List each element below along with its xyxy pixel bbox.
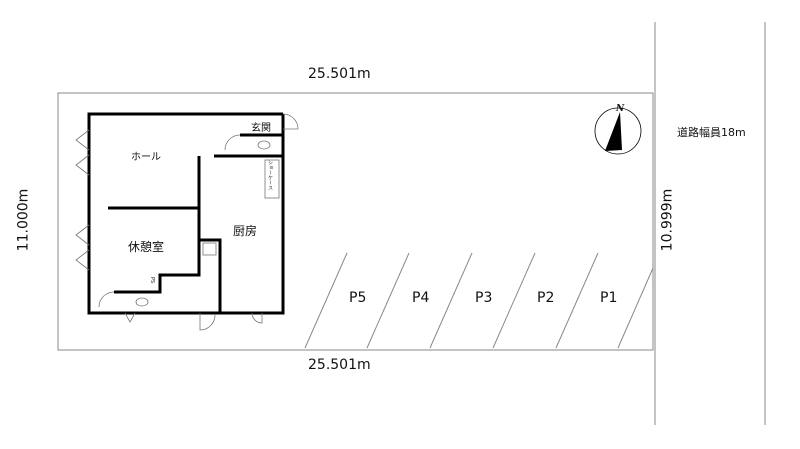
compass-north-label: N (616, 104, 625, 114)
compass-icon (594, 107, 642, 155)
doors (75, 113, 299, 331)
room-hall: ホール (131, 152, 161, 163)
room-entrance: 玄関 (251, 123, 271, 134)
showcase-label: ショーケース (267, 160, 273, 190)
parking-space-p2: P2 (537, 290, 555, 306)
room-kitchen: 厨房 (233, 224, 258, 238)
ps-label: PS (149, 277, 155, 284)
parking-space-p4: P4 (412, 290, 430, 306)
room-rest: 休憩室 (128, 240, 165, 254)
parking-lines (304, 252, 654, 349)
top-dimension: 25.501m (308, 66, 371, 82)
bottom-dimension: 25.501m (308, 357, 371, 373)
parking-space-p5: P5 (349, 290, 367, 306)
building-walls (87, 112, 285, 315)
left-dimension: 11.000m (15, 188, 32, 252)
parking-space-p1: P1 (600, 290, 618, 306)
road-width-label: 道路幅員18m (677, 126, 746, 139)
parking-space-p3: P3 (475, 290, 493, 306)
lot-boundary (57, 92, 654, 351)
right-dimension: 10.999m (659, 188, 676, 252)
